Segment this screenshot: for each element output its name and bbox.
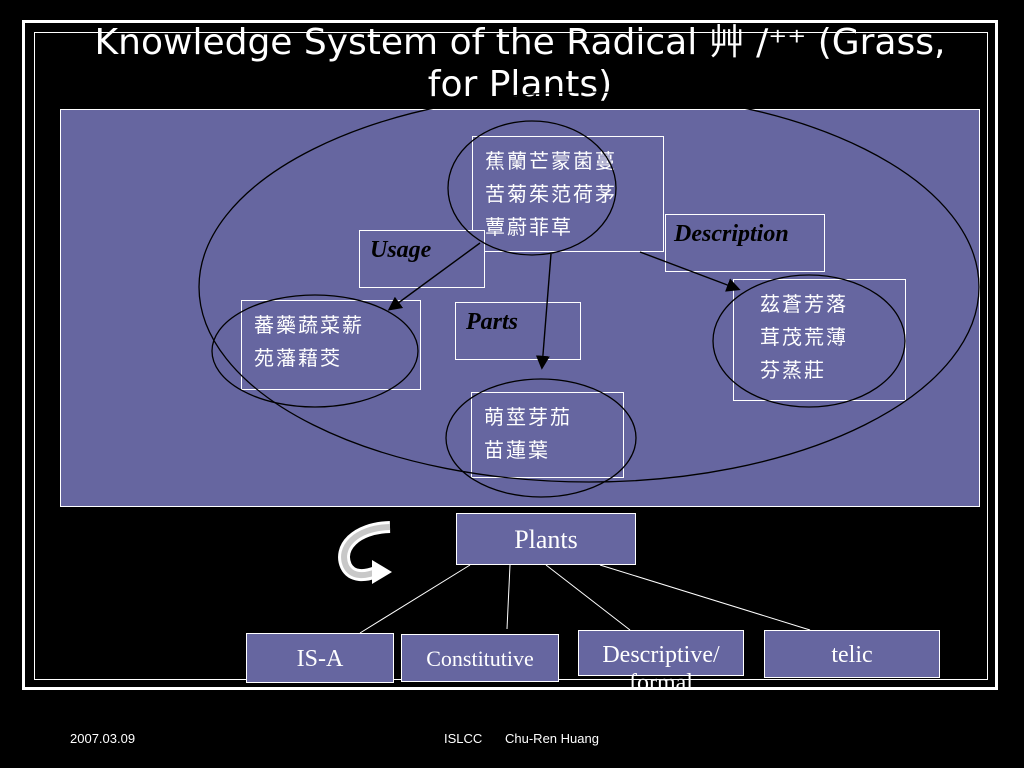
plants-node: Plants: [456, 513, 636, 565]
is-a-node: IS-A: [246, 633, 394, 683]
description-chars-box: 茲蒼芳落 茸茂荒薄 芬蒸莊: [733, 279, 906, 401]
constitutive-node: Constitutive: [401, 634, 559, 682]
usage-label: Usage: [359, 230, 485, 288]
center-ellipse: [447, 120, 617, 256]
center-chars-box: 蕉蘭芒蒙菌蔓 苦菊茱范荷茅 蕈蔚菲草: [472, 136, 664, 252]
arrow-to-parts: [535, 253, 552, 370]
link-is-a: [359, 564, 471, 634]
usage-chars-box: 蕃藥蔬菜薪 苑藩藉茭: [241, 300, 421, 390]
outer-frame: [22, 20, 998, 690]
description-ellipse: [712, 274, 906, 408]
footer-conference: ISLCC: [444, 731, 483, 746]
arrow-to-description: [639, 251, 741, 292]
footer-date: 2007.03.09: [70, 731, 136, 746]
curved-arrow-icon: [338, 521, 392, 584]
telic-node: telic: [764, 630, 940, 678]
arrow-to-usage: [387, 242, 481, 311]
descriptive-formal-node: Descriptive/ formal: [578, 630, 744, 696]
parts-ellipse: [445, 378, 637, 498]
slide-title: Knowledge System of the Radical 艸 /⁺⁺ (G…: [94, 22, 946, 105]
link-constitutive: [506, 564, 511, 630]
link-descriptive: [545, 564, 631, 631]
usage-ellipse: [211, 294, 419, 408]
description-label: Description: [665, 214, 825, 272]
outer-ellipse: [198, 91, 980, 483]
link-telic: [599, 564, 811, 631]
parts-label: Parts: [455, 302, 581, 360]
parts-chars-box: 萌莖芽茄 苗蓮葉: [471, 392, 624, 478]
footer-author: Chu-Ren Huang: [505, 731, 599, 746]
